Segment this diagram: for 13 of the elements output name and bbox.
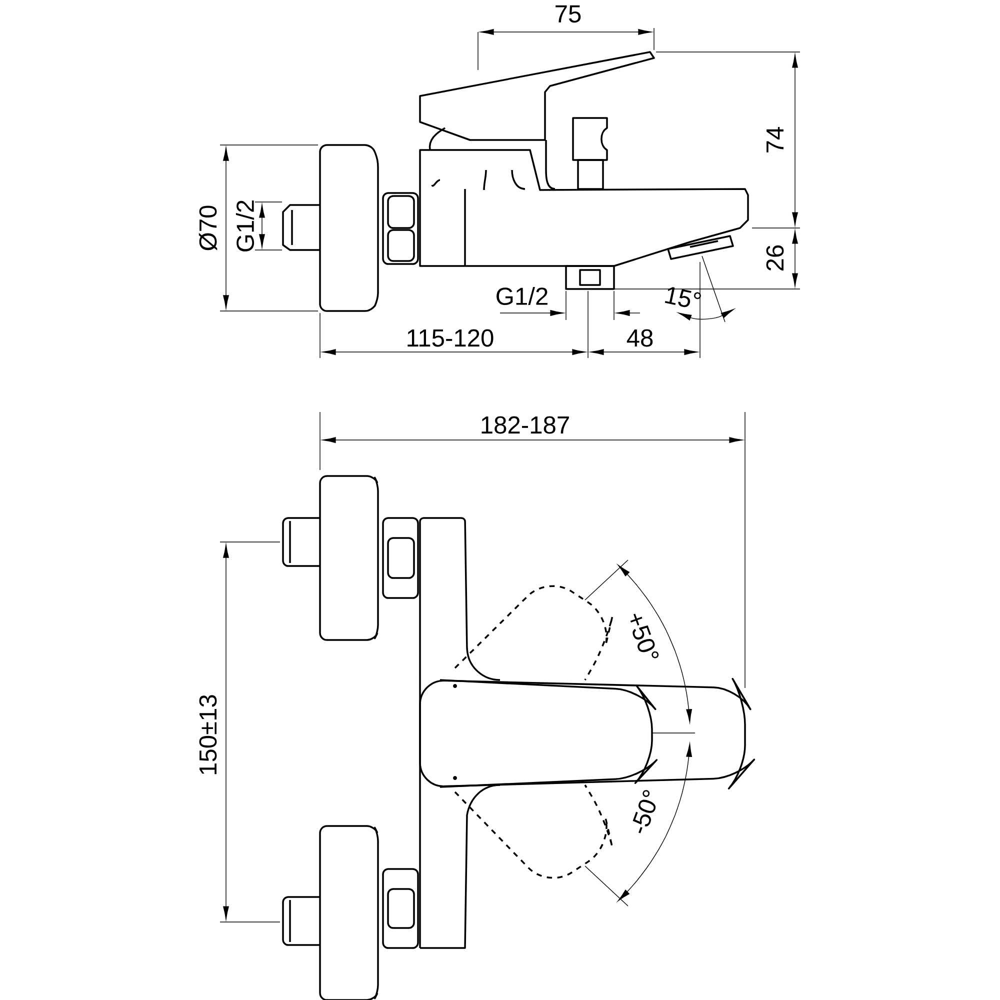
dimension-label: G1/2 [236,200,254,252]
dimension-label: G1/2 [496,286,548,306]
dimension-label: -50° [632,790,656,834]
dimension-label: 48 [626,329,653,347]
dimension-label: 115-120 [408,329,494,347]
dimension-label: +50° [630,614,659,658]
dimension-label: 26 [766,245,784,270]
dimension-label: Ø70 [198,206,218,250]
dimension-label: 74 [766,127,784,152]
dimension-label: 15° [664,287,701,308]
dimension-label: 75 [556,5,581,23]
dimension-label: 150±13 [199,695,217,774]
dimension-label: 182-187 [482,416,569,434]
